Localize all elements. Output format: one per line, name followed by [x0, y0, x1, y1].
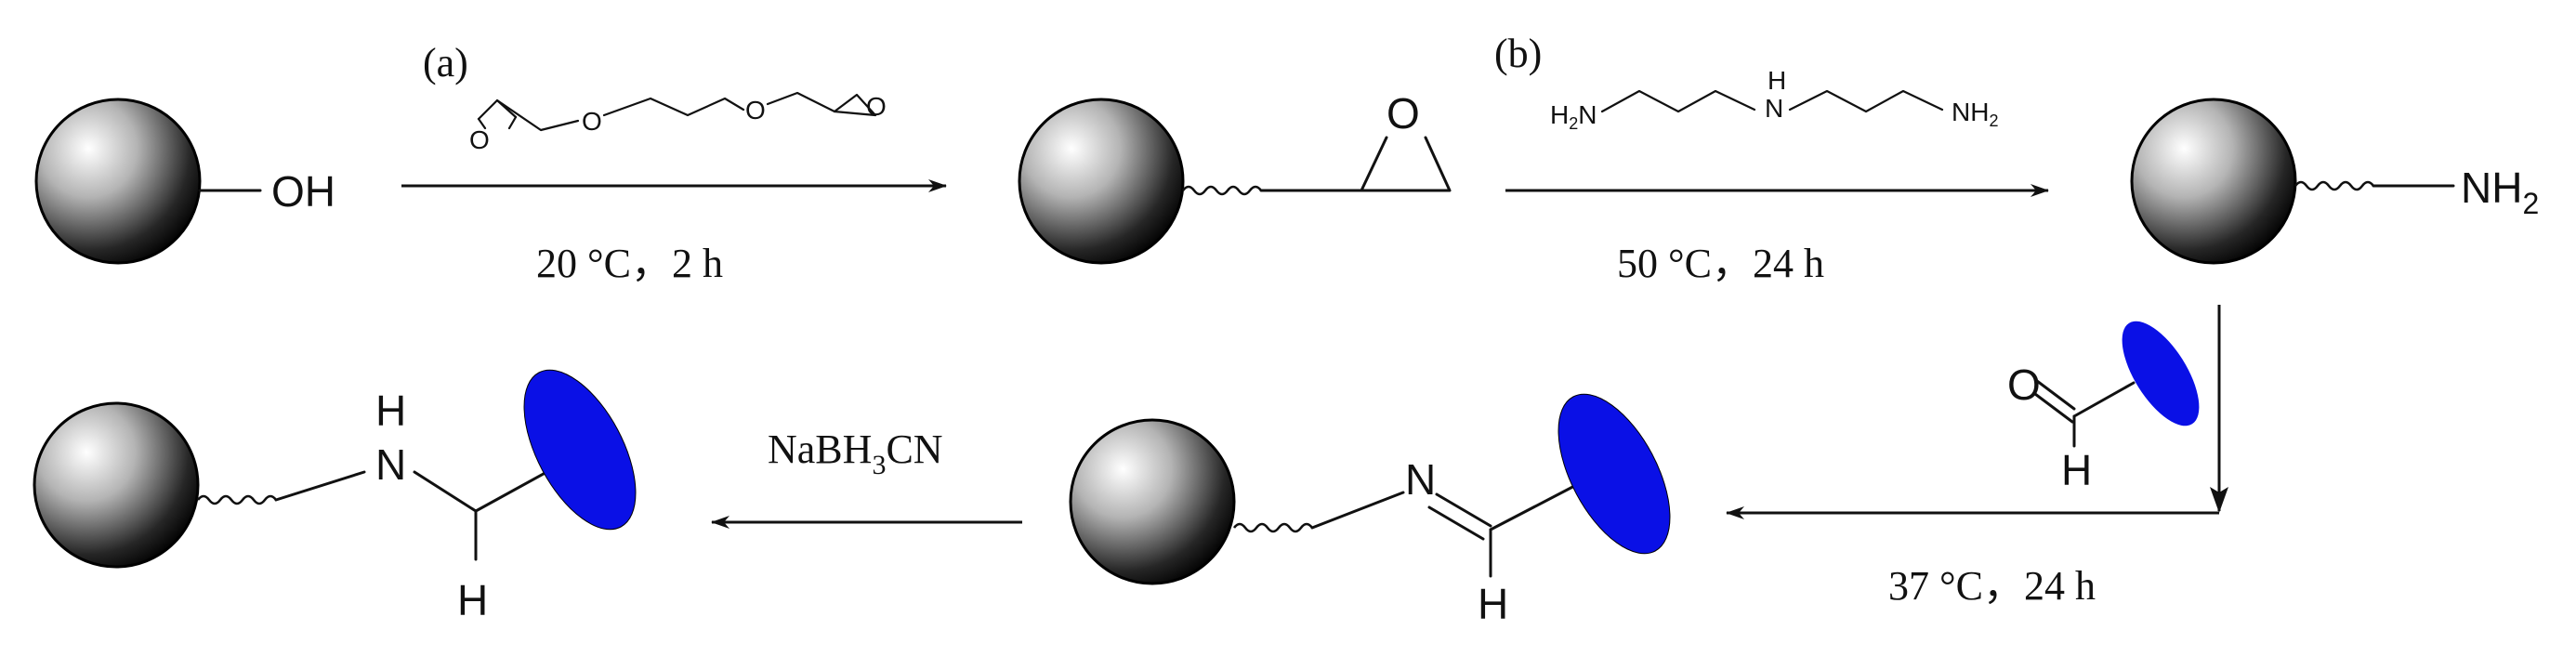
amine-label: NH2: [2461, 164, 2539, 220]
reagent-b-nh-n: N: [1765, 94, 1783, 123]
reagent-b-nh2: NH2: [1952, 98, 1998, 130]
aldehyde-reagent: O H: [2007, 321, 2200, 494]
reagent-b-nh-h: H: [1768, 66, 1786, 95]
step-d: NaBH3CN: [711, 426, 1022, 529]
epoxide-ring: [1360, 136, 1452, 192]
arrow-c-vertical-head: [2210, 487, 2228, 513]
reagent-a-o3: O: [745, 96, 766, 125]
amine-h-top-label: H: [375, 387, 406, 435]
reagent-a-structure: O O O O: [469, 91, 887, 154]
bead-4: [1069, 418, 1236, 585]
reagent-b-h2n: H2N: [1550, 100, 1597, 133]
protein-amine: [523, 369, 637, 531]
step-d-reagent: NaBH3CN: [768, 426, 943, 480]
step-a-letter: (a): [423, 40, 468, 85]
imine-h-label: H: [1478, 580, 1508, 628]
spacer-wavy-2: [2293, 180, 2375, 191]
epoxide-o-label: O: [1387, 89, 1420, 138]
reagent-a-o4: O: [866, 92, 887, 121]
step-b-letter: (b): [1494, 31, 1542, 76]
aldehyde-h-label: H: [2061, 446, 2092, 494]
spacer-wavy-1: [1181, 185, 1263, 196]
protein-aldehyde: [2122, 321, 2200, 426]
imine-n-label: N: [1405, 455, 1436, 504]
secondary-n-label: N: [375, 440, 406, 489]
step-b-conditions: 50 °C，24 h: [1617, 241, 1824, 286]
reagent-a-o1: O: [469, 125, 490, 154]
methylene-h-label: H: [457, 576, 488, 624]
step-b: (b) H2N H N NH2 50 °C，24 h: [1494, 31, 2049, 286]
step-c: O H 37 °C，24 h: [1726, 305, 2228, 609]
step-a-conditions: 20 °C，2 h: [536, 241, 723, 286]
bead-5: [33, 401, 200, 569]
reagent-a-o2: O: [582, 107, 602, 136]
bead-2: [1018, 98, 1185, 265]
step-a: (a) O O O O 20 °C，2 h: [401, 40, 947, 286]
aldehyde-o-label: O: [2007, 361, 2041, 409]
step-c-conditions: 37 °C，24 h: [1888, 563, 2096, 609]
reagent-b-structure: H2N H N NH2: [1550, 66, 1998, 133]
bead-3: [2130, 98, 2297, 265]
bead-epoxide: O: [1018, 89, 1452, 265]
protein-imine: [1557, 393, 1671, 555]
bead-secondary-amine: H N H: [33, 369, 637, 624]
spacer-wavy-3: [1232, 522, 1314, 533]
bead-hydroxyl: OH: [34, 98, 335, 265]
bead-1: [34, 98, 202, 265]
bead-imine: N H: [1069, 393, 1671, 628]
hydroxyl-label: OH: [271, 167, 335, 216]
spacer-wavy-4: [196, 494, 278, 505]
bead-amine: NH2: [2130, 98, 2539, 265]
